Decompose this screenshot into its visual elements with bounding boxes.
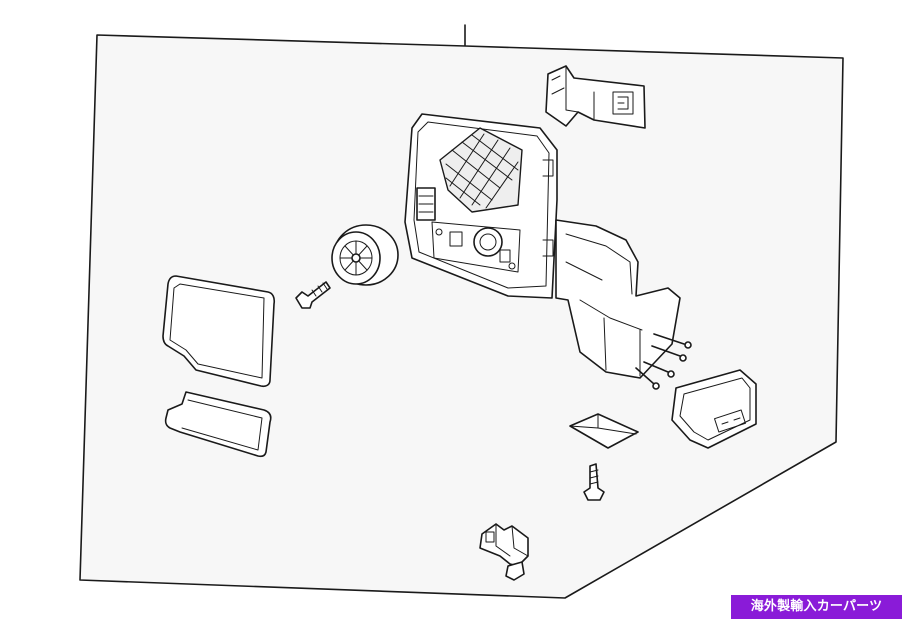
wedge-plate (569, 413, 639, 449)
signal-module (671, 369, 757, 449)
trim-strip (164, 391, 272, 458)
mirror-cover-bracket (545, 65, 646, 129)
screw-lower (583, 463, 605, 501)
screw-left (295, 281, 331, 309)
mirror-arm-base (555, 219, 692, 390)
motor-disc (331, 224, 399, 286)
diagram-panel (79, 24, 844, 599)
mirror-housing (404, 113, 558, 299)
wire-connector (479, 523, 529, 581)
mirror-glass (162, 275, 276, 388)
watermark-badge: 海外製輸入カーパーツ (731, 595, 902, 619)
